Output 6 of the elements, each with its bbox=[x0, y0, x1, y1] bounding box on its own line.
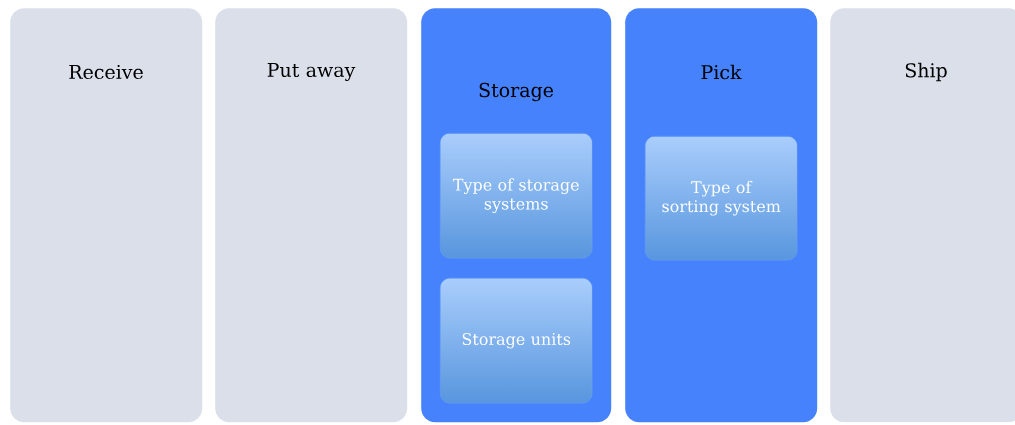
process-box: Type of storage systems bbox=[440, 133, 593, 259]
column-panel: Put away bbox=[215, 8, 408, 423]
column-panel: Ship bbox=[830, 8, 1015, 423]
process-box: Storage units bbox=[440, 278, 593, 404]
process-box: Type of sorting system bbox=[645, 136, 798, 261]
column-panel: Receive bbox=[10, 8, 203, 423]
